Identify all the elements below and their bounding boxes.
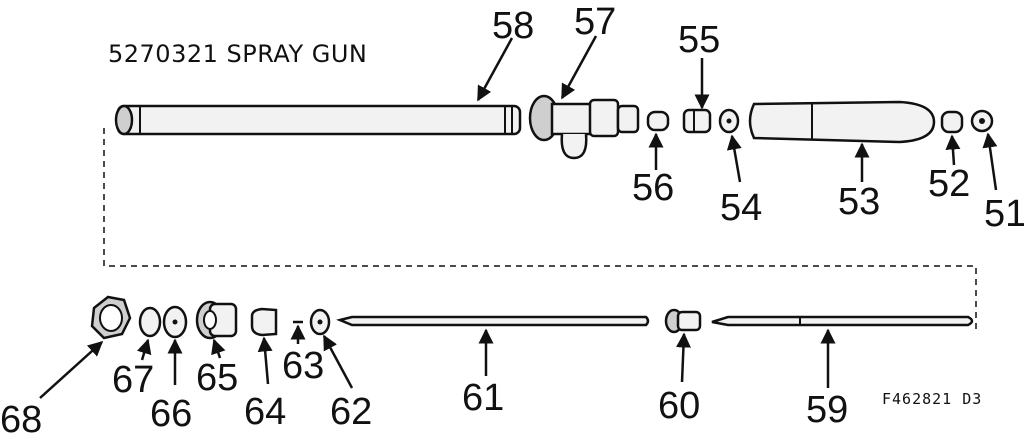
callout-62: 62 xyxy=(322,334,372,433)
part-66-disc xyxy=(162,305,188,339)
svg-text:66: 66 xyxy=(150,393,192,434)
callout-68: 68 xyxy=(0,340,104,434)
part-54-washer xyxy=(718,108,740,134)
callout-56: 56 xyxy=(632,132,674,209)
part-62-tip xyxy=(309,308,331,336)
callout-67: 67 xyxy=(112,338,154,401)
svg-text:63: 63 xyxy=(282,345,324,387)
part-52-ferrule xyxy=(940,110,964,134)
svg-text:54: 54 xyxy=(720,187,762,229)
svg-text:57: 57 xyxy=(574,1,616,43)
svg-text:58: 58 xyxy=(492,5,534,47)
svg-text:65: 65 xyxy=(196,357,238,399)
part-61-rod xyxy=(336,315,650,327)
callout-51: 51 xyxy=(982,132,1024,235)
part-58-barrel-tube xyxy=(114,104,522,136)
svg-text:51: 51 xyxy=(984,193,1024,235)
callout-66: 66 xyxy=(150,338,192,434)
svg-text:56: 56 xyxy=(632,167,674,209)
part-60-valve-body xyxy=(664,308,702,334)
svg-text:61: 61 xyxy=(462,377,504,419)
svg-text:68: 68 xyxy=(0,399,42,434)
part-53-grip xyxy=(748,100,936,144)
svg-text:52: 52 xyxy=(928,163,970,205)
svg-text:67: 67 xyxy=(112,359,154,401)
callout-61: 61 xyxy=(462,328,504,419)
callout-55: 55 xyxy=(678,19,720,110)
callout-52: 52 xyxy=(928,134,970,205)
part-64-cone xyxy=(250,307,278,337)
callout-59: 59 xyxy=(806,328,848,431)
callout-53: 53 xyxy=(838,142,880,223)
part-55-nut xyxy=(682,108,712,134)
callout-63: 63 xyxy=(282,324,324,387)
callout-58: 58 xyxy=(476,5,534,102)
callout-57: 57 xyxy=(560,1,616,100)
part-67-disc xyxy=(138,306,162,338)
svg-text:60: 60 xyxy=(658,385,700,427)
svg-text:59: 59 xyxy=(806,389,848,431)
callout-54: 54 xyxy=(720,134,762,229)
svg-text:62: 62 xyxy=(330,391,372,433)
part-51-cap xyxy=(970,109,994,133)
svg-text:55: 55 xyxy=(678,19,720,61)
callout-64: 64 xyxy=(244,336,286,433)
part-56-sleeve xyxy=(646,110,670,132)
svg-text:53: 53 xyxy=(838,181,880,223)
alignment-dashed-line xyxy=(103,128,977,330)
figure-code: F462821 D3 xyxy=(882,390,982,408)
part-68-hex-nut xyxy=(90,295,132,340)
diagram-title: 5270321 SPRAY GUN xyxy=(108,40,367,68)
part-57-handle-fitting xyxy=(528,94,640,160)
svg-text:64: 64 xyxy=(244,391,286,433)
callout-60: 60 xyxy=(658,332,700,427)
callout-65: 65 xyxy=(196,338,238,399)
part-59-needle-rod xyxy=(711,315,974,327)
part-65-threaded-coupling xyxy=(195,300,238,340)
